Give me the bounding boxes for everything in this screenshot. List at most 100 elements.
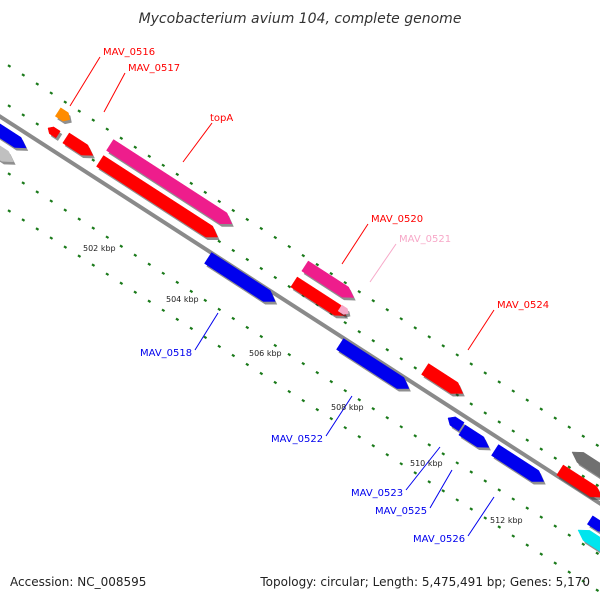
label-leader-lines xyxy=(69,56,495,537)
gene-labels: MAV_0516MAV_0517topAMAV_0520MAV_0521MAV_… xyxy=(103,47,549,545)
tick-dot xyxy=(147,299,152,304)
tick-dot xyxy=(203,190,208,195)
tick-dot xyxy=(315,262,320,267)
tick-dot xyxy=(511,497,516,501)
tick-dot xyxy=(315,407,320,412)
tick-dot xyxy=(525,398,530,402)
label-mav-0524: MAV_0524 xyxy=(497,300,549,311)
tick-dot xyxy=(147,262,152,267)
tick-label: 506 kbp xyxy=(249,349,282,358)
tick-dot xyxy=(483,516,488,520)
tick-dot xyxy=(287,389,292,394)
tick-dot xyxy=(371,407,376,411)
tick-dot xyxy=(91,118,96,122)
tick-dot xyxy=(245,362,250,367)
tick-dot xyxy=(441,344,446,348)
tick-dot xyxy=(343,280,348,285)
label-mav-0524-leader xyxy=(467,309,495,351)
label-mav-0517-leader xyxy=(103,72,126,113)
tick-dot xyxy=(595,443,600,447)
accession-text: Accession: NC_008595 xyxy=(10,575,146,589)
tick-dot xyxy=(329,416,334,421)
tick-dot xyxy=(455,461,460,465)
label-mav-0517: MAV_0517 xyxy=(128,63,180,74)
tick-dot xyxy=(357,289,362,294)
tick-dot xyxy=(371,444,376,448)
tick-dot xyxy=(245,325,250,330)
tick-dot xyxy=(567,465,572,469)
tick-dot xyxy=(553,561,558,565)
tick-dot xyxy=(231,248,236,253)
tick-dot xyxy=(21,181,26,185)
tick-dot xyxy=(231,353,236,358)
tick-dot xyxy=(399,462,404,466)
tick-dot xyxy=(189,326,194,331)
gene-arrow-right-red xyxy=(556,464,600,501)
tick-dot xyxy=(413,434,418,438)
tick-dot xyxy=(371,339,376,343)
gene-arrow-red-0520b xyxy=(290,276,349,319)
tick-dot xyxy=(231,316,236,321)
label-mav-0522-leader xyxy=(325,395,353,437)
tick-dot xyxy=(287,352,292,357)
tick-dot xyxy=(413,326,418,330)
gene-arrow-mav-0520 xyxy=(301,260,356,301)
tick-dot xyxy=(63,208,68,212)
tick-dot xyxy=(497,488,502,492)
tick-dot xyxy=(595,588,600,592)
tick-dot xyxy=(49,236,54,240)
label-mav-0520-leader xyxy=(341,223,369,265)
tick-dot xyxy=(259,226,264,231)
label-topa-leader xyxy=(182,122,213,163)
tick-dot xyxy=(567,570,572,574)
tick-dot xyxy=(245,257,250,262)
tick-dot xyxy=(497,525,502,529)
tick-dot xyxy=(217,239,222,244)
label-mav-0518: MAV_0518 xyxy=(140,348,192,359)
label-mav-0523-leader xyxy=(405,446,441,491)
tick-dot xyxy=(385,453,390,457)
tick-dot xyxy=(273,343,278,348)
tick-dot xyxy=(371,299,376,303)
tick-dot xyxy=(399,317,404,321)
tick-dot xyxy=(287,244,292,249)
tick-dot xyxy=(203,298,208,303)
tick-dot xyxy=(497,380,502,384)
gene-arrow-right-blue xyxy=(586,515,600,535)
tick-dot xyxy=(119,244,124,248)
tick-dot xyxy=(581,579,586,583)
tick-dot xyxy=(7,104,12,108)
tick-dot xyxy=(287,284,292,289)
genome-backbone xyxy=(0,114,600,506)
tick-dot xyxy=(329,271,334,276)
tick-dot xyxy=(539,515,544,519)
tick-dot xyxy=(483,371,488,375)
tick-dot xyxy=(21,73,26,77)
tick-dot xyxy=(567,425,572,429)
tick-dot xyxy=(343,320,348,325)
tick-dot xyxy=(133,290,138,294)
label-mav-0522: MAV_0522 xyxy=(271,434,323,445)
label-mav-0518-leader xyxy=(194,312,219,351)
tick-dot xyxy=(553,456,558,460)
tick-dot xyxy=(301,253,306,258)
tick-dot xyxy=(343,388,348,393)
label-mav-0526: MAV_0526 xyxy=(413,534,465,545)
tick-dot xyxy=(259,334,264,339)
tick-dot xyxy=(469,402,474,406)
tick-dot xyxy=(427,480,432,484)
tick-dot xyxy=(175,317,180,322)
tick-dot xyxy=(133,253,138,257)
tick-dot xyxy=(581,542,586,546)
tick-dot xyxy=(511,534,516,538)
tick-dot xyxy=(357,329,362,334)
tick-dot xyxy=(217,344,222,349)
tick-dot xyxy=(273,380,278,385)
tick-dot xyxy=(413,366,418,370)
tick-dot xyxy=(63,245,68,249)
tick-dot xyxy=(595,551,600,555)
tick-dot xyxy=(63,100,68,104)
tick-dot xyxy=(343,425,348,430)
tick-dot xyxy=(385,348,390,352)
